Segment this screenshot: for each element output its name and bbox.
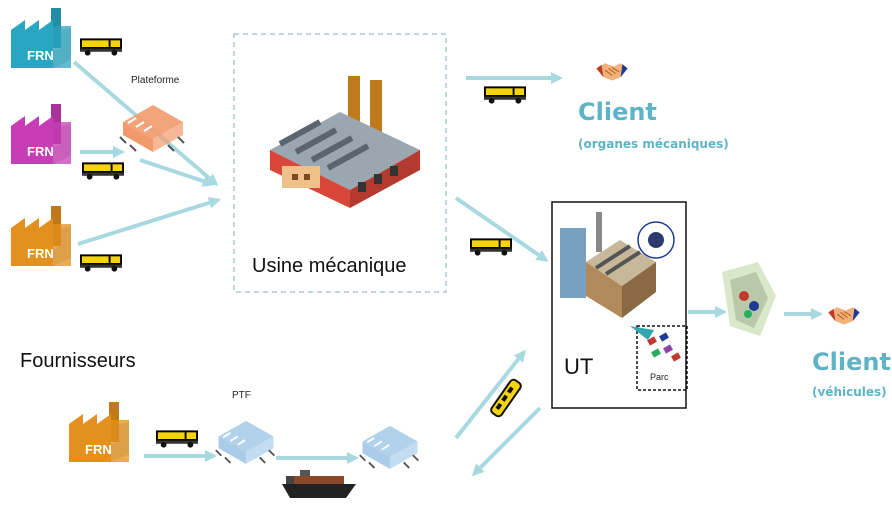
truck-icon bbox=[80, 38, 122, 56]
truck-icon bbox=[80, 254, 122, 272]
handshake-icon bbox=[595, 62, 629, 82]
frn-label: FRN bbox=[27, 246, 54, 261]
client-title: Client bbox=[812, 348, 891, 376]
mechanical-plant-icon bbox=[270, 76, 420, 208]
platform-icon bbox=[358, 424, 420, 470]
client-title: Client bbox=[578, 98, 657, 126]
ut-label: UT bbox=[564, 354, 594, 379]
plateforme-label: Plateforme bbox=[131, 75, 180, 86]
truck-icon bbox=[484, 86, 526, 104]
truck-icon bbox=[470, 238, 512, 256]
usine-label: Usine mécanique bbox=[252, 255, 407, 277]
frn-label: FRN bbox=[85, 442, 112, 457]
frn-label: FRN bbox=[27, 48, 54, 63]
truck-icon bbox=[156, 430, 198, 448]
ship-icon bbox=[282, 470, 356, 498]
fournisseurs-label: Fournisseurs bbox=[20, 350, 136, 372]
parc-icon bbox=[647, 332, 681, 362]
client-subtitle: (véhicules) bbox=[812, 385, 887, 399]
parc-label: Parc bbox=[650, 372, 669, 382]
handshake-icon bbox=[827, 306, 861, 326]
usine-box bbox=[233, 33, 447, 293]
client-subtitle: (organes mécaniques) bbox=[578, 137, 729, 151]
frn-label: FRN bbox=[27, 144, 54, 159]
flow-arrows bbox=[72, 60, 823, 477]
assembly-plant-icon bbox=[560, 212, 656, 340]
truck-icon bbox=[82, 162, 124, 180]
dealer-icon bbox=[722, 262, 776, 336]
train-icon bbox=[490, 378, 522, 418]
ptf-label: PTF bbox=[232, 390, 251, 401]
platform-icon bbox=[214, 419, 276, 465]
parc-box bbox=[636, 325, 688, 391]
